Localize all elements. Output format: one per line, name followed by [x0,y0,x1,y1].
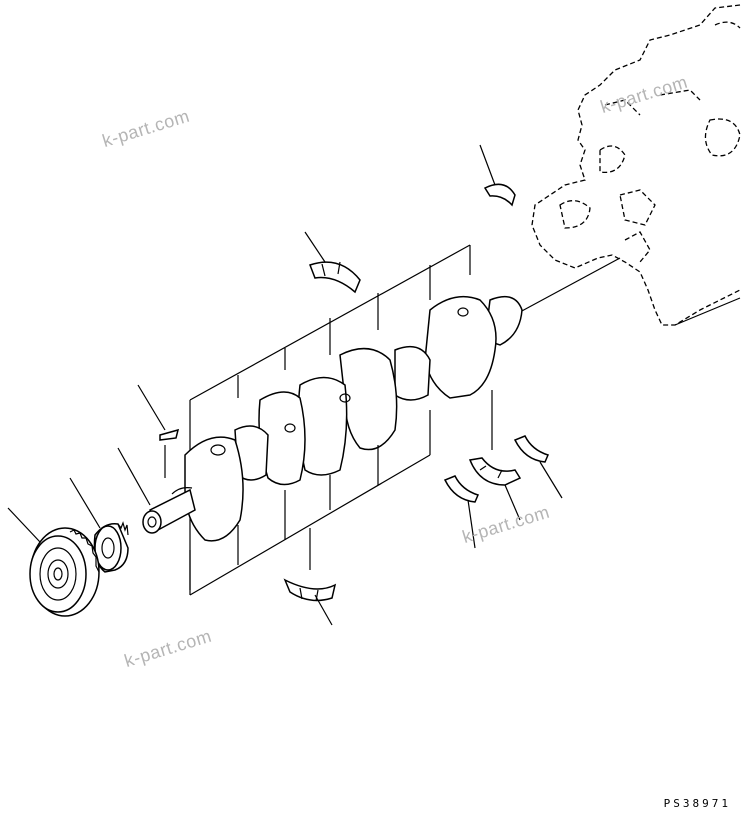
thrust-washer-block [479,144,516,207]
main-bearing-lower [283,578,337,626]
key-icon [117,447,151,506]
engine-block-icon [531,4,741,326]
thrust-washer-b [468,390,522,521]
drawing-code: PS38971 [663,797,731,810]
thrust-washer-a [443,475,480,549]
thrust-washer-c [513,435,563,499]
pin-icon [137,384,180,478]
crankshaft-icon [142,257,621,542]
main-bearing-upper [304,231,361,294]
gear-large [7,507,100,617]
bearing-bracket-lower [189,410,431,596]
